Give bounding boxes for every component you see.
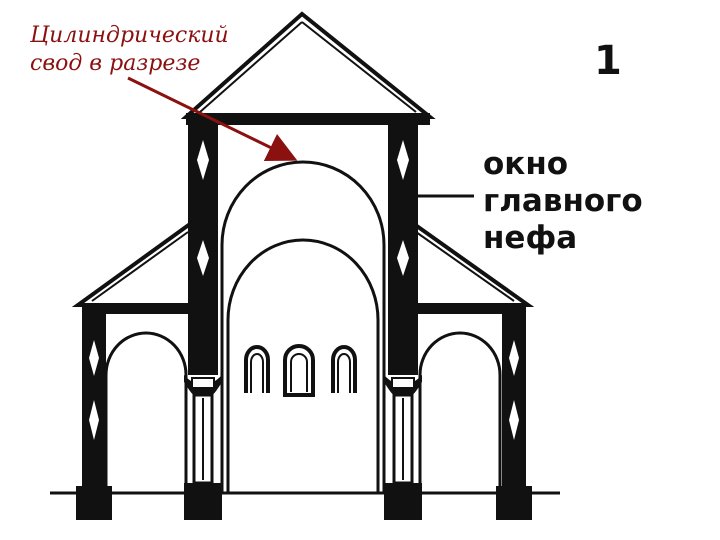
- left-aisle-beam: [82, 305, 216, 314]
- callout-line-2: свод в разрезе: [30, 51, 201, 76]
- nave-window-left: [244, 345, 270, 393]
- left-column: [184, 375, 222, 520]
- figure-number: 1: [594, 38, 622, 84]
- vault-arrow: [127, 76, 298, 161]
- callout-line-1: Цилиндрический: [30, 23, 229, 48]
- nave-roof-beam: [186, 113, 430, 125]
- left-outer-wall: [82, 305, 106, 493]
- left-aisle-roof: [71, 220, 192, 307]
- nave-vault-arch: [220, 160, 386, 246]
- inner-nave-arch: [226, 238, 380, 493]
- nave-label-line-3: нефа: [483, 220, 578, 256]
- right-column: [384, 375, 422, 520]
- left-aisle-arch: [104, 331, 188, 486]
- nave-window-center: [283, 344, 315, 397]
- right-outer-wall: [502, 305, 526, 493]
- right-aisle-arch: [418, 331, 502, 486]
- nave-window-right: [331, 345, 357, 393]
- right-aisle-beam: [388, 305, 526, 314]
- nave-label-line-2: главного: [483, 183, 643, 219]
- nave-label-line-1: окно: [483, 146, 569, 182]
- nave-window-label: окно главного нефа: [483, 146, 643, 257]
- vault-callout-label: Цилиндрический свод в разрезе: [30, 22, 229, 78]
